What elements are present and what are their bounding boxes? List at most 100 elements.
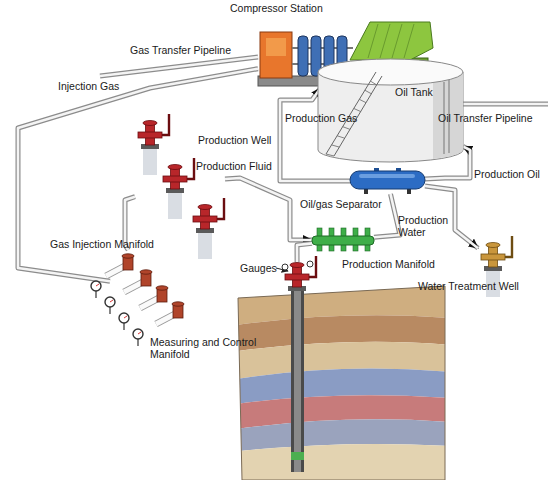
wellhead-outlet [162, 114, 169, 135]
gauged-well: Gauges [280, 262, 315, 472]
cooler-fin [380, 24, 390, 58]
separator-highlight [359, 174, 415, 178]
gauge-needle [138, 332, 141, 334]
production-manifold-shape [312, 228, 374, 252]
wellhead-outlet [217, 198, 224, 219]
injection-pipe [156, 314, 175, 324]
engine-panel [266, 38, 286, 56]
connectors [18, 69, 478, 282]
tank-stair-step [354, 108, 361, 111]
tank-stair-step [365, 90, 371, 94]
pipe-connector [18, 69, 258, 282]
cooler-fin [392, 24, 402, 58]
pipe-core [225, 178, 312, 240]
flow-label: Production Oil [474, 168, 546, 180]
wellhead-handwheel [290, 263, 304, 268]
production-well-shape [135, 112, 225, 252]
measuring-control-manifold-drawing [91, 281, 143, 346]
wellhead [285, 256, 316, 291]
tank-stair-step [343, 127, 350, 130]
pipeline-label: Gas Transfer Pipeline [130, 44, 250, 56]
injection-handwheel [172, 302, 184, 306]
manifold-header [312, 236, 374, 245]
gauged-well-drawing [282, 256, 316, 472]
wellhead-gauge [307, 261, 313, 267]
borehole [291, 291, 304, 472]
wellhead [138, 114, 169, 149]
wellhead-gauge [282, 264, 288, 270]
tank-stair-step [332, 145, 340, 147]
node-label: Oil Tank [395, 86, 455, 98]
wellhead [163, 158, 194, 193]
production-manifold: Production Manifold [312, 228, 374, 252]
compressor-cylinder [298, 36, 308, 76]
flow-label: Production Water [398, 214, 452, 238]
node-label: Production Well [198, 134, 288, 146]
perforation-zone [291, 452, 304, 460]
node-label: Gauges [240, 262, 280, 274]
wellhead-side-valve [138, 132, 162, 138]
cooler-roof [350, 22, 433, 60]
injection-pipe-core [106, 266, 125, 276]
node-label: Measuring and Control Manifold [150, 336, 275, 360]
borehole-tubing [294, 291, 301, 472]
tank-stair-step [326, 154, 334, 156]
gauge-needle [124, 316, 127, 318]
pipeline-label: Oil Transfer Pipeline [438, 112, 548, 124]
injection-pipe-core [156, 314, 175, 324]
engine-block [260, 32, 292, 78]
well-casing-plume [143, 149, 157, 175]
well-casing-plume [168, 193, 182, 219]
measuring-control-manifold: Measuring and Control Manifold [88, 280, 144, 344]
injection-pipe [124, 282, 143, 292]
injection-pipe-core [124, 282, 143, 292]
wellhead [193, 198, 224, 233]
oil-tank-drawing [318, 59, 463, 162]
separator-vessel [350, 171, 425, 189]
cooler-fin [368, 24, 378, 58]
measuring-control-manifold-shape [88, 280, 144, 344]
gauge-stem [95, 291, 96, 298]
gauged-well-shape [280, 262, 315, 472]
tank-stair-step [359, 99, 366, 102]
wellhead-outlet [187, 158, 194, 179]
water-treatment-well: Water Treatment Well [478, 240, 508, 280]
oil-gas-separator-shape [350, 168, 425, 194]
oil-transfer-pipe [463, 102, 548, 107]
oil-transfer-pipe-core [463, 103, 548, 106]
gauge-dial [91, 281, 101, 291]
node-label: Production Manifold [342, 258, 452, 270]
flow-label: Injection Gas [58, 80, 138, 92]
wellhead-side-valve [481, 254, 505, 260]
pipe-casing [297, 243, 312, 262]
wellhead-side-valve [193, 216, 217, 222]
tank-roof [318, 59, 463, 85]
gauge-dial [119, 313, 129, 323]
gas-injection-manifold-drawing [106, 254, 184, 324]
production-manifold-drawing [312, 228, 374, 251]
pipe-core [18, 69, 258, 282]
wellhead-side-valve [285, 274, 309, 280]
wellhead-side-valve [163, 176, 187, 182]
oil-tank: Oil Tank [318, 58, 463, 163]
gauge-needle [110, 300, 113, 302]
production-well: Production Well [135, 112, 225, 252]
gauge-needle [96, 284, 99, 286]
oil-gas-separator-drawing [350, 168, 425, 194]
wellhead-outlet [505, 236, 512, 257]
ground-outline [238, 286, 445, 480]
water-treatment-well-shape [478, 240, 508, 280]
pipe-connector [225, 178, 312, 240]
oil-gas-separator: Oil/gas Separator [350, 168, 425, 194]
node-label: Compressor Station [230, 2, 360, 14]
cooler-fin [404, 24, 414, 58]
pipe-casing [225, 178, 312, 240]
injection-pipe [106, 266, 125, 276]
gauge-stem [123, 323, 124, 330]
pipe-connector [297, 243, 312, 262]
wellhead-handwheel [198, 205, 212, 210]
gauge-dial [105, 297, 115, 307]
